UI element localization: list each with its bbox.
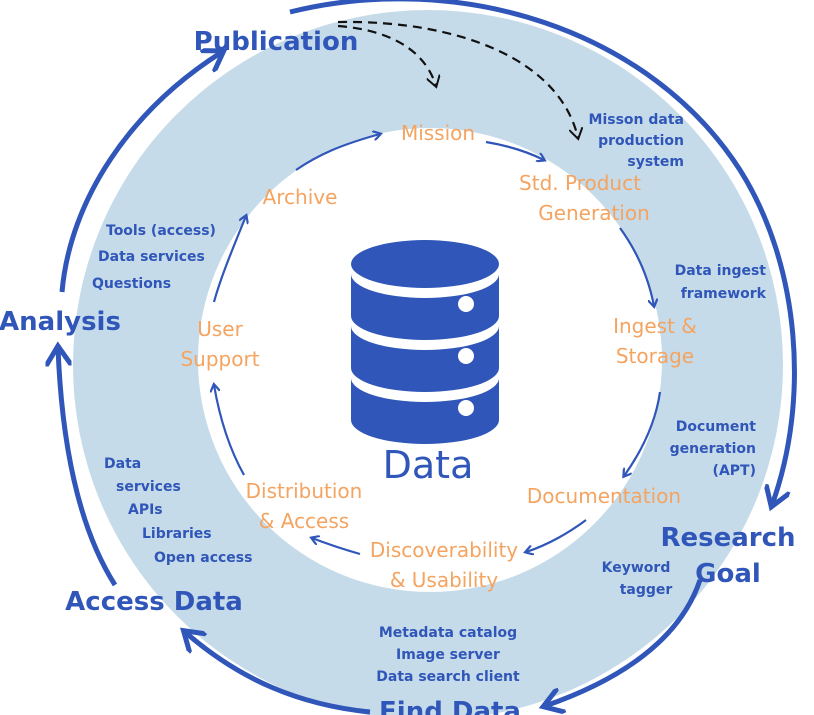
arrow-user-to-archive: [212, 216, 246, 303]
svg-text:system: system: [627, 154, 684, 170]
database-icon: [351, 240, 499, 444]
dashed-arrow-to-mission: [337, 24, 436, 86]
annotation-access-data-tools: Data services APIs Libraries Open access: [104, 456, 252, 566]
arrow-disc-to-dist: [312, 538, 361, 556]
annotation-find-data-tools: Metadata catalog Image server Data searc…: [376, 625, 520, 685]
svg-text:Image server: Image server: [396, 647, 500, 663]
arrow-analysis-to-publication: [59, 52, 222, 293]
arrow-publication-to-goal: [289, 0, 797, 505]
svg-text:Tools (access): Tools (access): [106, 223, 216, 239]
annotation-keyword-tagger: Keyword tagger: [602, 560, 673, 598]
arrow-ingest-to-doc: [624, 391, 662, 476]
annotation-data-ingest-framework: Data ingest framework: [675, 263, 767, 302]
svg-text:Data: Data: [104, 456, 141, 472]
stage-user-support-line2: Support: [180, 347, 259, 371]
svg-text:framework: framework: [681, 286, 767, 302]
svg-text:Keyword: Keyword: [602, 560, 671, 576]
arrow-std-to-ingest: [619, 227, 654, 306]
dashed-arrow-to-mission-system: [337, 20, 578, 138]
stage-discoverability-line1: Discoverability: [370, 538, 518, 562]
stage-research-goal-line1: Research: [660, 523, 795, 553]
stage-distribution-line2: & Access: [259, 509, 349, 533]
svg-text:Data search client: Data search client: [376, 669, 520, 685]
stage-std-product-line1: Std. Product: [519, 171, 641, 195]
stage-user-support-line1: User: [197, 317, 243, 341]
arrow-dist-to-user: [214, 385, 245, 476]
arrow-mission-to-std: [485, 140, 544, 160]
svg-text:generation: generation: [670, 441, 756, 457]
arrow-goal-to-find: [545, 579, 703, 706]
svg-text:Data ingest: Data ingest: [675, 263, 767, 279]
arrow-archive-to-mission: [295, 134, 380, 171]
svg-text:production: production: [598, 133, 684, 149]
arrow-find-to-access: [185, 632, 371, 715]
stage-documentation: Documentation: [527, 484, 681, 508]
svg-text:Data services: Data services: [98, 249, 205, 265]
annotation-analysis-tools: Tools (access) Data services Questions: [92, 223, 216, 292]
stage-ingest-line1: Ingest &: [613, 314, 697, 338]
annotation-document-generation: Document generation (APT): [670, 419, 757, 479]
inner-cycle-arrows: [212, 134, 662, 556]
svg-text:(APT): (APT): [713, 463, 756, 479]
outer-cycle-arrows: [58, 0, 797, 715]
svg-text:Questions: Questions: [92, 276, 171, 292]
svg-text:Metadata catalog: Metadata catalog: [379, 625, 517, 641]
stage-std-product-line2: Generation: [538, 201, 650, 225]
stage-distribution-line1: Distribution: [246, 479, 363, 503]
stage-discoverability-line2: & Usability: [390, 568, 498, 592]
svg-text:tagger: tagger: [620, 582, 673, 598]
dashed-arrows: [337, 20, 578, 138]
arrow-access-to-analysis: [58, 348, 118, 587]
stage-access-data: Access Data: [65, 587, 243, 617]
stage-mission: Mission: [401, 121, 475, 145]
stage-analysis: Analysis: [0, 307, 121, 337]
annotation-mission-data-production-system: Misson data production system: [589, 112, 684, 170]
stage-archive: Archive: [263, 185, 338, 209]
svg-text:Libraries: Libraries: [142, 526, 212, 542]
svg-text:Document: Document: [676, 419, 757, 435]
stage-find-data: Find Data: [379, 697, 521, 715]
stage-research-goal-line2: Goal: [695, 559, 761, 589]
stage-publication: Publication: [194, 27, 359, 57]
svg-text:APIs: APIs: [128, 502, 163, 518]
svg-text:Misson data: Misson data: [589, 112, 684, 128]
svg-text:services: services: [116, 479, 181, 495]
arrow-doc-to-disc: [526, 519, 587, 552]
svg-text:Open access: Open access: [154, 550, 252, 566]
stage-ingest-line2: Storage: [616, 344, 694, 368]
center-label: Data: [383, 443, 474, 487]
